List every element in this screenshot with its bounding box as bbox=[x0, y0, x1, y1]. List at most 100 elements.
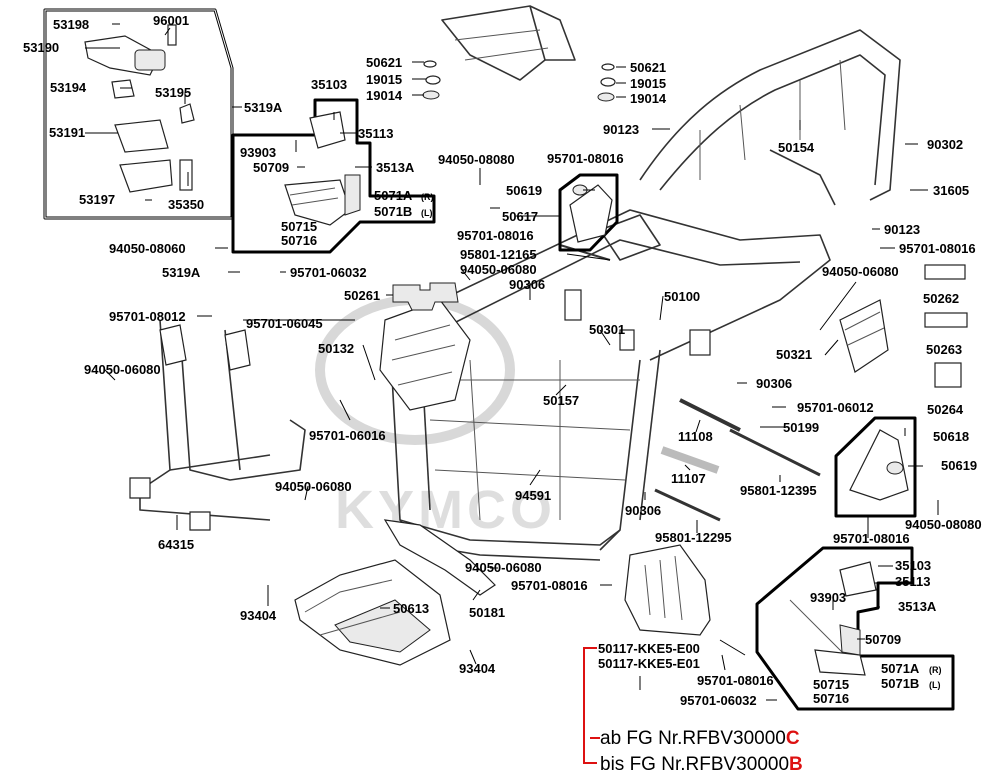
label-50709-bottom: 50709 bbox=[865, 632, 901, 647]
label-90302: 90302 bbox=[927, 137, 963, 152]
label-5319a-mid: 5319A bbox=[162, 265, 201, 280]
label-11107: 11107 bbox=[671, 471, 706, 486]
label-50709-top: 50709 bbox=[253, 160, 289, 175]
label-95701-08016-d: 95701-08016 bbox=[833, 531, 910, 546]
label-94050-08080-a: 94050-08080 bbox=[438, 152, 515, 167]
label-93404-a: 93404 bbox=[240, 608, 277, 623]
group-box-footrest-top bbox=[231, 98, 436, 254]
label-94050-06080-b: 94050-06080 bbox=[822, 264, 899, 279]
label-50117-kke5-e00: 50117-KKE5-E00 bbox=[598, 641, 700, 656]
group-box-bracket-50618 bbox=[834, 416, 917, 518]
label-94050-06080-d: 94050-06080 bbox=[275, 479, 352, 494]
label-35350: 35350 bbox=[168, 197, 204, 212]
pad-50261-shape bbox=[392, 282, 459, 311]
note-ab-fg: ab FG Nr.RFBV30000C bbox=[600, 728, 800, 749]
label-50154: 50154 bbox=[778, 140, 815, 155]
label-53195: 53195 bbox=[155, 85, 191, 100]
label-95701-08016-c: 95701-08016 bbox=[899, 241, 976, 256]
group-box-50617 bbox=[558, 173, 619, 252]
label-95701-08016-b: 95701-08016 bbox=[457, 228, 534, 243]
label-53190: 53190 bbox=[23, 40, 59, 55]
label-95701-06012: 95701-06012 bbox=[797, 400, 874, 415]
label-95801-12165: 95801-12165 bbox=[460, 247, 537, 262]
label-31605: 31605 bbox=[933, 183, 969, 198]
washers-drawing bbox=[422, 60, 616, 102]
label-50619-a: 50619 bbox=[506, 183, 542, 198]
label-50716-top: 50716 bbox=[281, 233, 317, 248]
label-90306-b: 90306 bbox=[756, 376, 792, 391]
label-50715-top: 50715 bbox=[281, 219, 317, 234]
note-bis-fg: bis FG Nr.RFBV30000B bbox=[600, 754, 803, 775]
label-50100: 50100 bbox=[664, 289, 700, 304]
label-19014-left: 19014 bbox=[366, 88, 403, 103]
main-frame-drawing bbox=[379, 5, 901, 561]
label-35113-top: 35113 bbox=[358, 126, 393, 141]
part-50264-shape bbox=[934, 362, 962, 388]
label-93903-bottom: 93903 bbox=[810, 590, 846, 605]
label-r-bottom: (R) bbox=[929, 665, 942, 675]
label-5071a-bottom: 5071A bbox=[881, 661, 920, 676]
label-35103-bottom: 35103 bbox=[895, 558, 931, 573]
label-53198: 53198 bbox=[53, 17, 89, 32]
note-bis-suffix: B bbox=[789, 754, 803, 775]
label-5319a-top: 5319A bbox=[244, 100, 283, 115]
label-11108: 11108 bbox=[678, 429, 713, 444]
label-50261: 50261 bbox=[344, 288, 380, 303]
label-95701-08016-a: 95701-08016 bbox=[547, 151, 624, 166]
label-50621-left: 50621 bbox=[366, 55, 402, 70]
label-5071b-top: 5071B bbox=[374, 204, 412, 219]
label-94591: 94591 bbox=[515, 488, 551, 503]
label-50321: 50321 bbox=[776, 347, 812, 362]
label-53191: 53191 bbox=[49, 125, 85, 140]
label-53194: 53194 bbox=[50, 80, 87, 95]
label-50264: 50264 bbox=[927, 402, 964, 417]
label-5071b-bottom: 5071B bbox=[881, 676, 919, 691]
label-50619-b: 50619 bbox=[941, 458, 977, 473]
label-90306-c: 90306 bbox=[625, 503, 661, 518]
label-19015-left: 19015 bbox=[366, 72, 402, 87]
label-50117-kke5-e01: 50117-KKE5-E01 bbox=[598, 656, 700, 671]
label-l-bottom: (L) bbox=[929, 680, 941, 690]
label-64315: 64315 bbox=[158, 537, 194, 552]
label-95801-12295: 95801-12295 bbox=[655, 530, 732, 545]
label-19015-right: 19015 bbox=[630, 76, 666, 91]
label-93404-b: 93404 bbox=[459, 661, 496, 676]
label-93903-top: 93903 bbox=[240, 145, 276, 160]
label-95701-06045: 95701-06045 bbox=[246, 316, 323, 331]
label-50132: 50132 bbox=[318, 341, 354, 356]
bracket-50181-drawing bbox=[383, 519, 496, 596]
label-19014-right: 19014 bbox=[630, 91, 667, 106]
label-3513a-top: 3513A bbox=[376, 160, 415, 175]
label-90306-a: 90306 bbox=[509, 277, 545, 292]
label-95701-06032-b: 95701-06032 bbox=[680, 693, 757, 708]
note-bis-prefix: bis FG Nr.RFBV30000 bbox=[600, 754, 789, 775]
label-95701-08016-f: 95701-08016 bbox=[697, 673, 774, 688]
part-labels: 53198 96001 53190 53194 53195 53191 5319… bbox=[23, 13, 982, 708]
skid-plate-drawing bbox=[294, 559, 451, 666]
label-50263: 50263 bbox=[926, 342, 962, 357]
label-50199: 50199 bbox=[783, 420, 819, 435]
label-50715-bottom: 50715 bbox=[813, 677, 849, 692]
cover-50117-drawing bbox=[624, 544, 711, 636]
label-50613: 50613 bbox=[393, 601, 429, 616]
note-bracket bbox=[583, 647, 600, 764]
label-95701-06016: 95701-06016 bbox=[309, 428, 386, 443]
label-35113-bottom: 35113 bbox=[895, 574, 930, 589]
label-95801-12395: 95801-12395 bbox=[740, 483, 817, 498]
label-50181: 50181 bbox=[469, 605, 505, 620]
note-ab-suffix: C bbox=[786, 728, 800, 749]
label-50716-bottom: 50716 bbox=[813, 691, 849, 706]
label-5071a-top: 5071A bbox=[374, 188, 413, 203]
label-50301: 50301 bbox=[589, 322, 625, 337]
label-50621-right: 50621 bbox=[630, 60, 666, 75]
label-50157: 50157 bbox=[543, 393, 579, 408]
label-53197: 53197 bbox=[79, 192, 115, 207]
shafts-drawing bbox=[559, 244, 821, 522]
bracket-50321-drawing bbox=[839, 299, 889, 373]
label-50262: 50262 bbox=[923, 291, 959, 306]
watermark-text: KYMCO bbox=[335, 480, 556, 540]
label-90123-b: 90123 bbox=[884, 222, 920, 237]
note-ab-prefix: ab FG Nr.RFBV30000 bbox=[600, 728, 786, 749]
label-94050-08060: 94050-08060 bbox=[109, 241, 186, 256]
